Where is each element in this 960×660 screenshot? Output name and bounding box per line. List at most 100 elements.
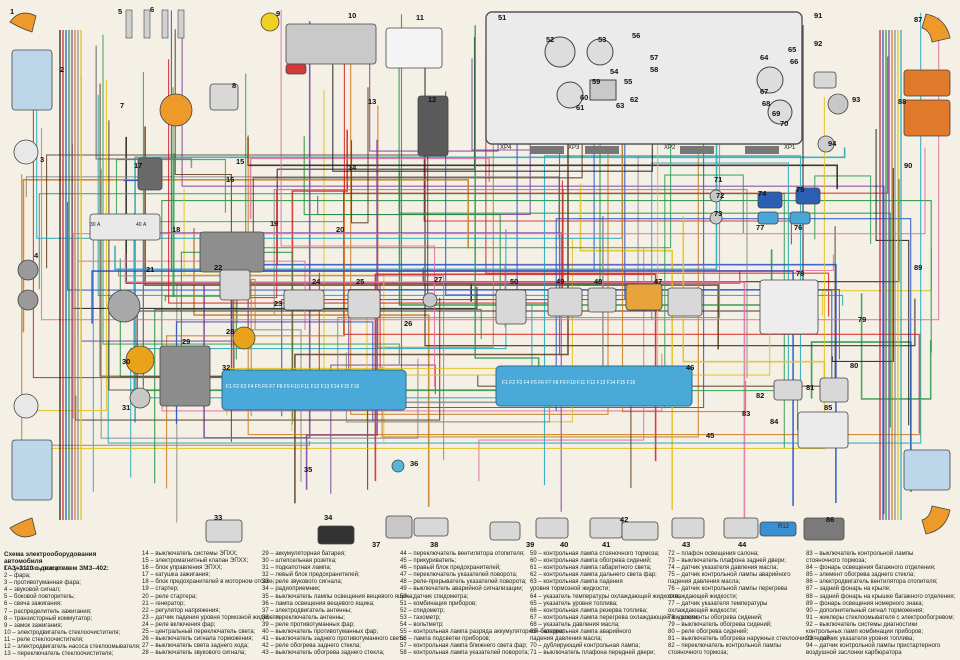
legend-entry: 73 – выключатель плафона задней двери; <box>668 558 787 565</box>
component-number-label: 88 <box>898 97 906 106</box>
legend-entry: воздушной заслонки карбюратора <box>806 650 902 657</box>
legend-entry: 48 – реле-прерыватель указателей поворот… <box>400 579 527 586</box>
wire <box>161 200 932 362</box>
legend-entry: 21 – генератор; <box>142 600 185 607</box>
component-number-label: 76 <box>794 223 802 232</box>
fog-lamp <box>13 139 39 165</box>
wire <box>281 49 626 417</box>
component-number-label: 33 <box>214 513 222 522</box>
component-number-label: 51 <box>498 13 506 22</box>
component-number-label: 58 <box>650 65 658 74</box>
wire <box>114 44 718 271</box>
wire <box>72 147 926 419</box>
legend-column: 44 – переключатель вентилятора отопителя… <box>400 551 564 657</box>
tail-lamp <box>903 69 951 97</box>
right-fuse-block <box>495 365 693 407</box>
legend-entry: 16 – блок управления ЭПХХ; <box>142 565 223 572</box>
wire <box>543 155 802 486</box>
component-bodies <box>9 9 951 545</box>
component-number-label: 4 <box>34 251 39 260</box>
component-number-label: 15 <box>236 157 244 166</box>
component-number-label: 91 <box>814 11 822 20</box>
wire <box>424 49 916 347</box>
legend-entry: 4 – звуковой сигнал; <box>4 587 61 594</box>
washer-motor <box>417 95 449 157</box>
legend-entry: 31 – подкапотная лампа; <box>262 565 332 572</box>
legend-entry: охлаждающей жидкости; <box>668 593 738 600</box>
wire <box>471 58 561 354</box>
component-number-label: 53 <box>598 35 606 44</box>
legend-entry: охлаждающей жидкости; <box>668 607 738 614</box>
legend-entry: 58 – контрольная лампа указателей поворо… <box>400 650 530 657</box>
component-number-label: 67 <box>760 87 768 96</box>
fog-switch <box>535 517 569 539</box>
component-number-label: 7 <box>120 101 124 110</box>
wire <box>25 176 560 240</box>
wire <box>67 201 833 386</box>
fog-relay <box>489 521 521 541</box>
legend-entry: 65 – указатель уровня топлива; <box>530 600 618 607</box>
legend-entry: 71 – выключатель плафона передней двери; <box>530 650 656 657</box>
wire <box>249 157 490 220</box>
diag-switch <box>813 71 837 89</box>
component-number-label: 82 <box>756 391 764 400</box>
component-number-label: 10 <box>348 11 356 20</box>
right-fuse-labels: F1 F2 F3 F4 F5 F6 F7 F8 F9 F10 F11 F12 F… <box>502 380 636 386</box>
component-number-label: 85 <box>824 403 832 412</box>
component-number-label: 40 <box>560 540 568 548</box>
component-number-label: 94 <box>828 139 837 148</box>
legend-entry: 43 – выключатель обогрева заднего стекла… <box>262 650 385 657</box>
component-legend: Схема электрооборудования автомобиля ГАЗ… <box>0 548 960 660</box>
sensor <box>789 211 811 225</box>
wire <box>555 218 912 475</box>
legend-entry: 70 – дублирующий контрольная лампа; <box>530 643 641 650</box>
component-number-label: 69 <box>772 109 780 118</box>
wire <box>119 14 403 378</box>
wire <box>124 254 746 526</box>
radio <box>317 525 355 545</box>
legend-entry: 15 – электромагнитный клапан ЭПХХ; <box>142 558 249 565</box>
legend-entry: 76 – датчик контрольной лампы перегрева <box>668 586 788 593</box>
front-indicator <box>9 517 37 538</box>
sensor <box>757 191 783 209</box>
wire <box>330 364 436 494</box>
wire <box>294 84 569 504</box>
legend-entry: 92 – выключатель системы диагностики <box>806 621 918 628</box>
sensor <box>795 187 821 205</box>
left-fuse-labels: F1 F2 F3 F4 F5 F6 F7 F8 F9 F10 F11 F12 F… <box>226 384 360 390</box>
component-number-label: 12 <box>428 95 436 104</box>
component-number-label: 25 <box>356 277 364 286</box>
legend-entry: 67 – контрольная лампа перегрева охлажда… <box>530 614 699 621</box>
legend-entry: 72 – плафон освещения салона; <box>668 551 759 557</box>
component-number-label: 22 <box>214 263 222 272</box>
legend-entry: 6 – свеча зажигания; <box>4 601 62 608</box>
legend-entry: 7 – распределитель зажигания; <box>4 608 92 615</box>
legend-entry: 82 – переключатель контрольной лампы <box>668 643 782 650</box>
sensor <box>757 211 779 225</box>
legend-column: 59 – контрольная лампа стояночного тормо… <box>530 551 699 657</box>
component-number-label: 57 <box>650 53 658 62</box>
legend-entry: 50 – датчик спидометра; <box>400 593 469 600</box>
headlight <box>11 439 53 501</box>
component-number-label: 62 <box>630 95 638 104</box>
legend-entry: 14 – выключатель системы ЭПХХ; <box>142 551 238 557</box>
legend-entry: 44 – переключатель вентилятора отопителя… <box>400 551 525 557</box>
legend-entry: 35 – выключатель лампы освещения вещевог… <box>262 593 415 600</box>
legend-title: Схема электрооборудования автомобиля ГАЗ… <box>4 551 129 573</box>
ignition-coil <box>137 157 163 191</box>
component-number-label: 26 <box>404 319 412 328</box>
component-number-label: 49 <box>556 277 564 286</box>
resistor-label: R12 <box>778 524 790 530</box>
wire <box>166 176 345 489</box>
fog-lamp <box>13 393 39 419</box>
component-number-label: 75 <box>796 185 804 194</box>
legend-entry: 9 – замок зажигания; <box>4 622 63 629</box>
component-number-label: 32 <box>222 363 230 372</box>
component-number-label: 29 <box>182 337 190 346</box>
front-indicator <box>9 12 37 33</box>
component-number-label: 66 <box>790 57 798 66</box>
component-number-label: 35 <box>304 465 312 474</box>
wire <box>183 189 385 442</box>
component-number-label: 60 <box>580 93 588 102</box>
legend-entry: 59 – контрольная лампа стояночного тормо… <box>530 551 660 557</box>
